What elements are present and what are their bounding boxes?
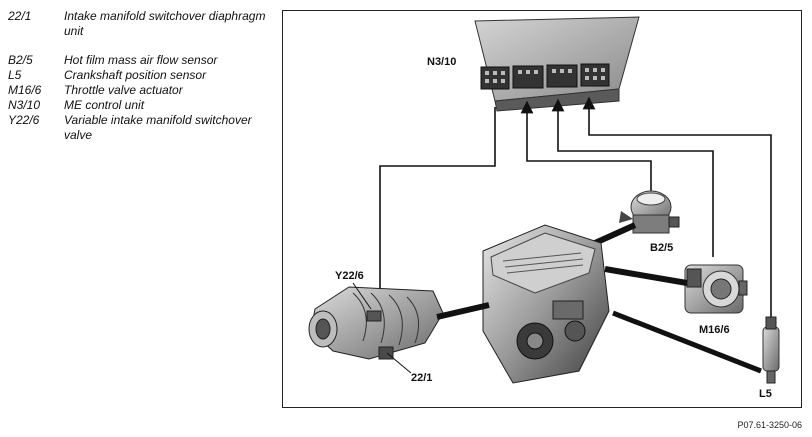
throttle-actuator: [684, 264, 748, 314]
maf-sensor: [619, 190, 680, 234]
label-m16-6: M16/6: [699, 324, 730, 336]
legend-code: L5: [8, 68, 22, 82]
legend-desc: ME control unit: [64, 98, 145, 112]
pointer-b2-5: [593, 222, 637, 246]
intake-manifold: [308, 286, 444, 360]
diagram-frame: N3/10 B2/5 M16/6: [282, 10, 802, 408]
engine-block: [482, 224, 610, 384]
line-m16-6-to-ecu: [551, 98, 714, 257]
line-l5-to-ecu: [582, 96, 772, 326]
label-22-1: 22/1: [411, 372, 432, 384]
label-b2-5: B2/5: [650, 242, 673, 254]
pointer-m16-6: [604, 266, 688, 286]
line-b2-5-to-ecu: [520, 100, 652, 193]
legend-item-y22-6: Y22/6 Variable intake manifold switchove…: [8, 113, 270, 143]
line-ecu-to-y22-6: [373, 107, 496, 318]
label-l5: L5: [759, 388, 772, 400]
legend-desc: Variable intake manifold switchover valv…: [64, 113, 252, 142]
crankshaft-sensor: [762, 316, 780, 384]
legend-code: N3/10: [8, 98, 41, 112]
legend-desc: Throttle valve actuator: [64, 83, 183, 97]
legend-item-22-1: 22/1 Intake manifold switchover diaphrag…: [8, 9, 270, 39]
diagram-svg: N3/10 B2/5 M16/6: [308, 16, 780, 400]
leader-22-1: [386, 352, 412, 374]
signal-lines: [373, 96, 772, 326]
legend-item-b2-5: B2/5 Hot film mass air flow sensor: [8, 53, 270, 68]
pointer-l5: [612, 310, 762, 374]
legend-code: Y22/6: [8, 113, 40, 127]
legend-code: 22/1: [8, 9, 32, 23]
label-y22-6: Y22/6: [335, 270, 364, 282]
leader-y22-6: [352, 282, 372, 310]
legend-code: M16/6: [8, 83, 42, 97]
label-n3-10: N3/10: [427, 56, 456, 68]
legend-desc: Hot film mass air flow sensor: [64, 53, 218, 67]
legend: 22/1 Intake manifold switchover diaphrag…: [8, 9, 270, 143]
pointer-manifold: [436, 302, 490, 320]
legend-desc: Intake manifold switchover diaphragm uni…: [64, 9, 266, 38]
legend-desc: Crankshaft position sensor: [64, 68, 207, 82]
reference-code: P07.61-3250-06: [737, 420, 802, 430]
legend-item-n3-10: N3/10 ME control unit: [8, 98, 270, 113]
legend-item-l5: L5 Crankshaft position sensor: [8, 68, 270, 83]
ecu-control-unit: [474, 16, 640, 112]
legend-code: B2/5: [8, 53, 33, 67]
legend-item-m16-6: M16/6 Throttle valve actuator: [8, 83, 270, 98]
